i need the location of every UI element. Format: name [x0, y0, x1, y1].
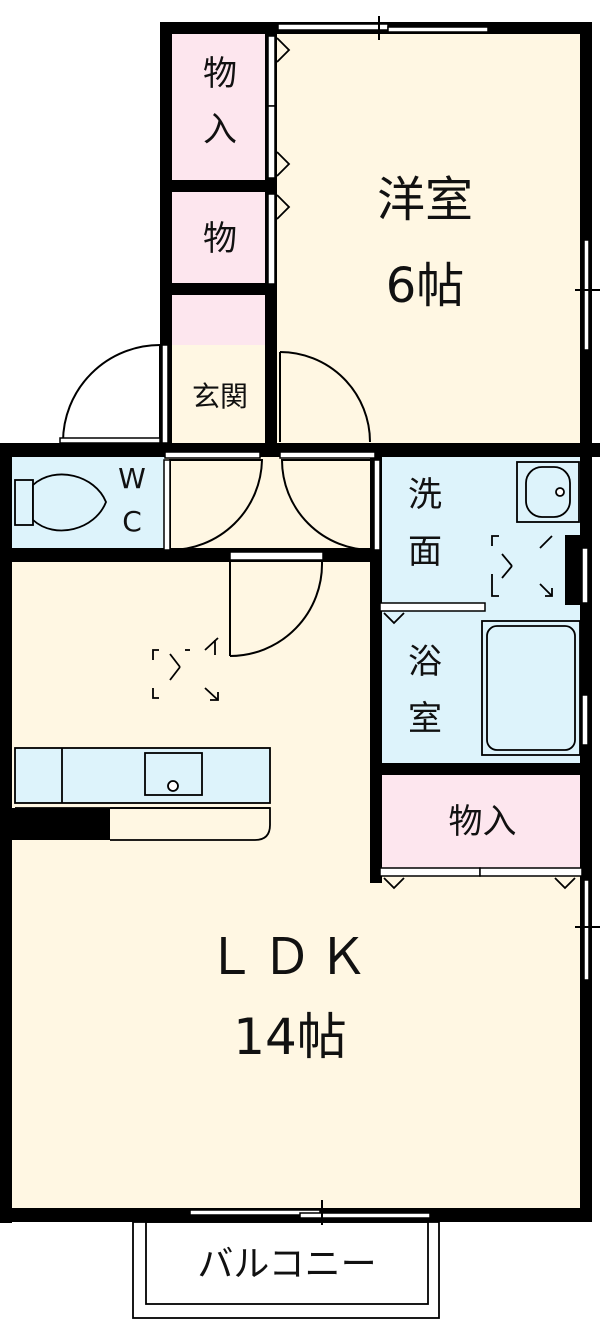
washer-space-icon: [491, 535, 553, 597]
western-room-size: 6帖: [385, 258, 465, 314]
fridge-space-icon: [152, 637, 219, 701]
hall-floor: [165, 455, 375, 555]
bathtub-icon: [481, 620, 581, 756]
bathroom-floor: [378, 615, 583, 765]
door-arrows: [276, 37, 576, 890]
closet-mid-floor: [170, 190, 270, 285]
toilet-label-c: C: [122, 505, 142, 538]
closet-doors: [267, 35, 583, 877]
closet-top-floor: [170, 32, 270, 182]
ldk-size: 14帖: [233, 1008, 347, 1066]
washroom-floor: [378, 455, 583, 615]
toilet-label-w: W: [118, 462, 146, 495]
storage-right-label: 物入: [448, 802, 517, 842]
kitchen-counter: [14, 747, 271, 841]
western-room-floor: [268, 30, 584, 450]
window-marks: [321, 16, 600, 1225]
swing-doors: [61, 344, 373, 657]
washroom-label-1: 洗: [408, 475, 442, 515]
entrance-floor: [170, 345, 270, 450]
balcony: [132, 1221, 440, 1319]
entrance-label: 玄関: [191, 380, 248, 413]
closet-top-label-1: 物: [203, 54, 237, 94]
storage-right-floor: [378, 772, 583, 874]
closet-small-floor: [170, 295, 270, 345]
toilet-icon: [14, 473, 107, 532]
bathroom-label-2: 室: [408, 699, 442, 739]
wash-basin-icon: [516, 461, 580, 523]
closet-mid-label: 物: [203, 219, 237, 259]
bathroom-label-1: 浴: [408, 642, 442, 682]
windows: [189, 23, 590, 1219]
closet-top-label-2: 入: [203, 110, 237, 150]
ldk-name: ＬＤＫ: [206, 928, 374, 986]
washroom-label-2: 面: [408, 532, 442, 572]
balcony-label: バルコニー: [197, 1244, 377, 1285]
western-room-name: 洋室: [376, 172, 473, 228]
door-frames: [59, 344, 381, 561]
